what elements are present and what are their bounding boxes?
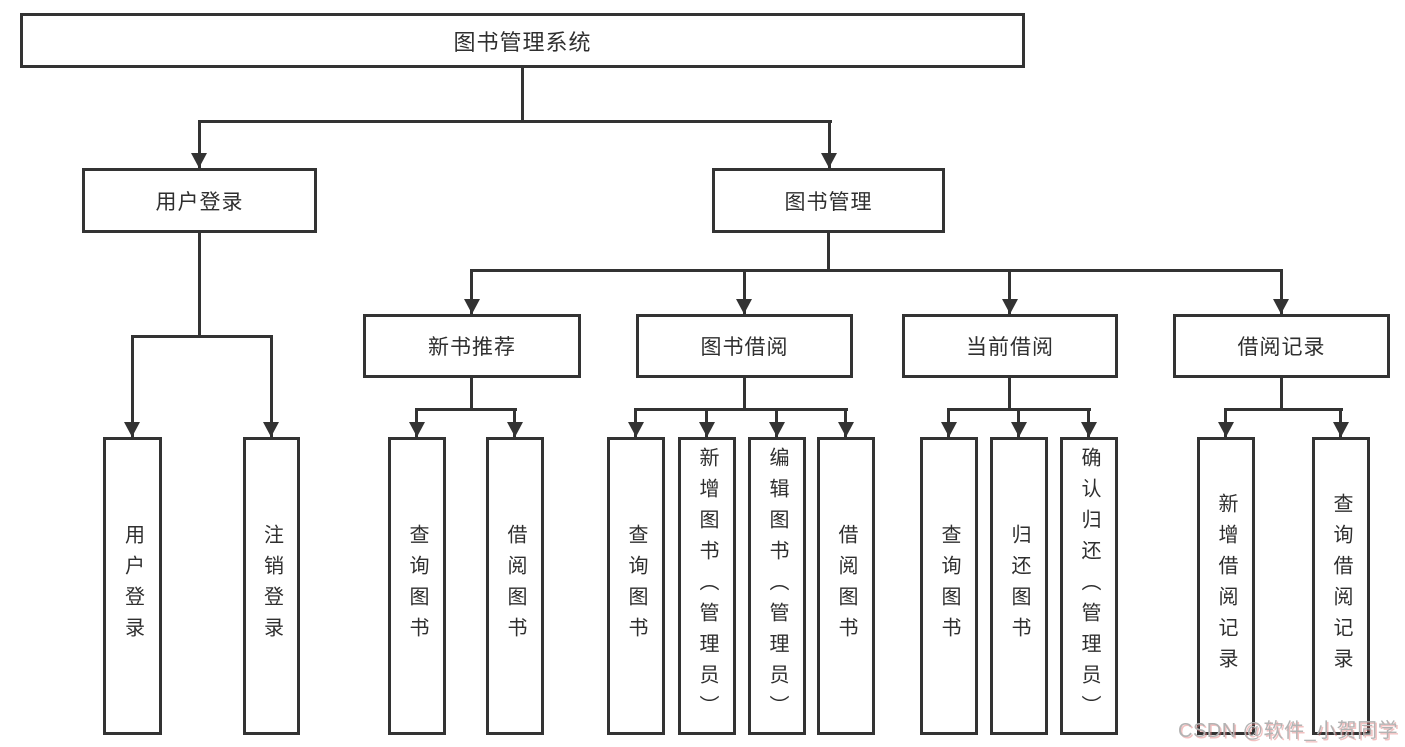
connector-borrow-stem (743, 378, 746, 411)
leaf-logout: 注销登录 (243, 437, 300, 735)
leaf-current-query-book: 查询图书 (920, 437, 978, 735)
arrowhead-records-query (1333, 422, 1349, 437)
node-current-borrow: 当前借阅 (902, 314, 1118, 378)
arrowhead-borrow-add (699, 422, 715, 437)
connector-records-stem (1280, 378, 1283, 411)
node-book-management: 图书管理 (712, 168, 945, 233)
connector-bookmgmt-bar (470, 269, 1282, 272)
arrowhead-borrow-query (628, 422, 644, 437)
connector-userlogin-drop-2 (270, 335, 273, 437)
connector-root-drop-right (828, 120, 831, 168)
arrowhead-current-return (1011, 422, 1027, 437)
leaf-recommend-query-book: 查询图书 (388, 437, 446, 735)
arrowhead-new-book-recommend (464, 299, 480, 314)
arrowhead-current-borrow (1002, 299, 1018, 314)
connector-records-bar (1224, 408, 1343, 411)
node-user-login: 用户登录 (82, 168, 317, 233)
leaf-query-borrow-record: 查询借阅记录 (1312, 437, 1370, 735)
connector-userlogin-drop-1 (131, 335, 134, 437)
arrowhead-newbook-query (409, 422, 425, 437)
leaf-borrow-book: 借阅图书 (817, 437, 875, 735)
node-root: 图书管理系统 (20, 13, 1025, 68)
arrowhead-user-login (191, 153, 207, 168)
arrowhead-borrow-records (1273, 299, 1289, 314)
arrowhead-borrow-borrow (838, 422, 854, 437)
leaf-add-borrow-record: 新增借阅记录 (1197, 437, 1255, 735)
arrowhead-book-management (821, 153, 837, 168)
csdn-watermark: CSDN @软件_小贺同学 (1178, 720, 1399, 742)
connector-newbook-stem (470, 378, 473, 411)
arrowhead-leaf-user-login (124, 422, 140, 437)
node-book-borrow: 图书借阅 (636, 314, 853, 378)
arrowhead-leaf-logout (263, 422, 279, 437)
leaf-return-book: 归还图书 (990, 437, 1048, 735)
connector-root-stem (521, 68, 524, 123)
leaf-borrow-query-book: 查询图书 (607, 437, 665, 735)
leaf-recommend-borrow-book: 借阅图书 (486, 437, 544, 735)
node-borrow-records: 借阅记录 (1173, 314, 1390, 378)
connector-borrow-bar (634, 408, 848, 411)
connector-bookmgmt-stem (827, 233, 830, 272)
leaf-user-login: 用户登录 (103, 437, 162, 735)
connector-userlogin-bar (131, 335, 273, 338)
connector-bookmgmt-drop-3 (1008, 269, 1011, 314)
arrowhead-borrow-edit (769, 422, 785, 437)
connector-bookmgmt-drop-1 (470, 269, 473, 314)
leaf-confirm-return-admin: 确认归还（管理员） (1060, 437, 1118, 735)
connector-newbook-bar (415, 408, 517, 411)
connector-root-drop-left (198, 120, 201, 168)
leaf-add-book-admin: 新增图书（管理员） (678, 437, 736, 735)
node-new-book-recommend: 新书推荐 (363, 314, 581, 378)
connector-bookmgmt-drop-2 (743, 269, 746, 314)
connector-bookmgmt-drop-4 (1280, 269, 1283, 314)
connector-userlogin-stem (198, 233, 201, 338)
arrowhead-book-borrow (736, 299, 752, 314)
arrowhead-newbook-borrow (507, 422, 523, 437)
connector-current-stem (1008, 378, 1011, 411)
arrowhead-current-query (941, 422, 957, 437)
connector-root-bar (198, 120, 832, 123)
leaf-edit-book-admin: 编辑图书（管理员） (748, 437, 806, 735)
arrowhead-current-confirm (1081, 422, 1097, 437)
arrowhead-records-add (1218, 422, 1234, 437)
